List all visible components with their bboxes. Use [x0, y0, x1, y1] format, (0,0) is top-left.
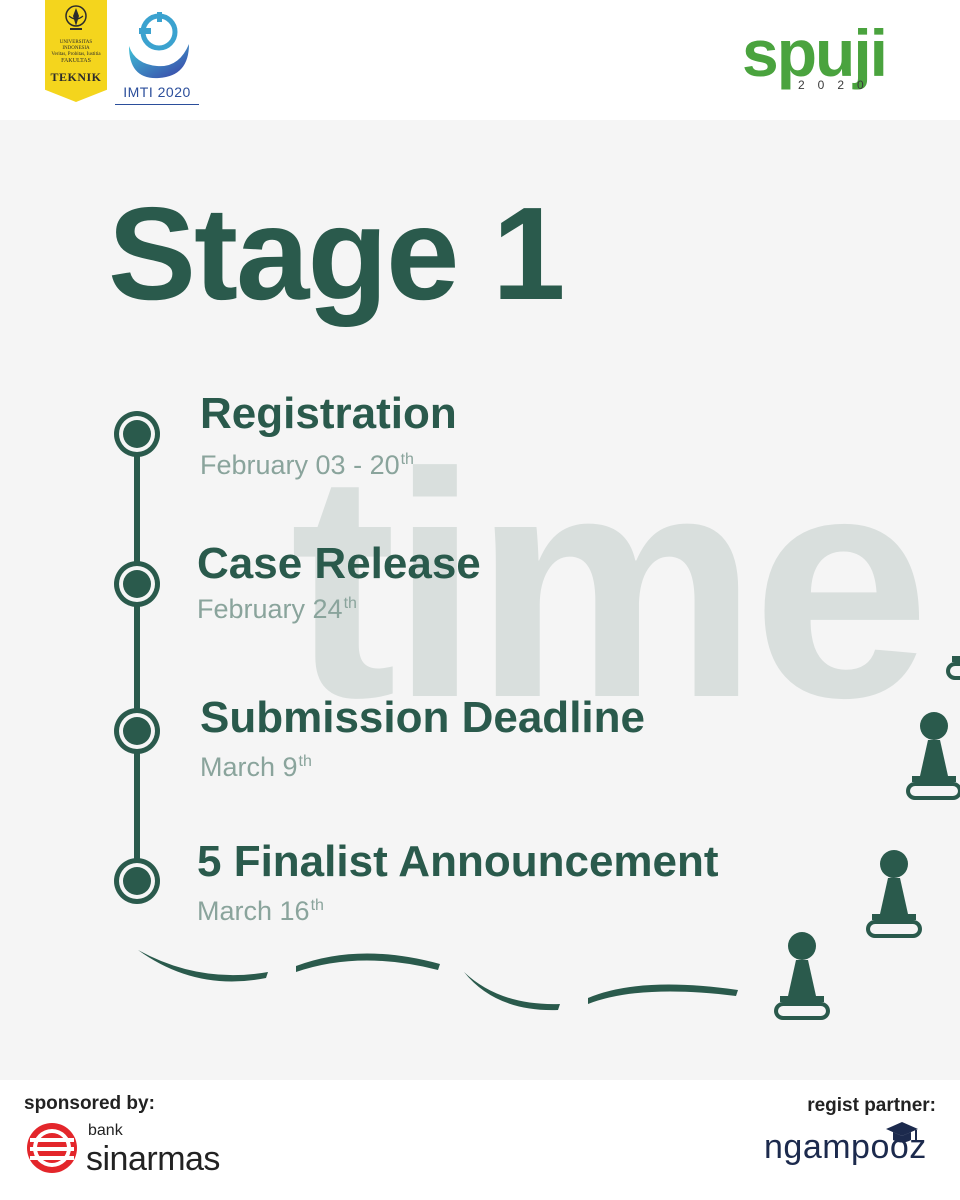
event-title-finalist-announcement: 5 Finalist Announcement: [197, 837, 719, 886]
event-title-registration: Registration: [200, 389, 457, 438]
spuji-2020-logo: spuji 2020: [742, 16, 912, 98]
sponsored-by-label: sponsored by:: [24, 1093, 155, 1114]
event-date-registration: February 03 - 20th: [200, 452, 414, 479]
makara-emblem-icon: [65, 5, 87, 30]
graduation-cap-icon: [886, 1122, 918, 1143]
spuji-wordmark-text: spuji: [742, 16, 888, 90]
event-title-submission-deadline: Submission Deadline: [200, 693, 645, 742]
timeline-node-registration: [114, 411, 160, 457]
imti-label: IMTI 2020: [123, 84, 191, 100]
university-name: UNIVERSITAS INDONESIA Veritas, Probitas,…: [51, 40, 101, 57]
event-date-text: March 16: [197, 896, 310, 926]
faculty-label: FAKULTAS: [61, 58, 91, 64]
timeline-node-case-release: [114, 561, 160, 607]
date-suffix: th: [298, 753, 312, 770]
imti-underline: [115, 104, 199, 105]
sponsor-name: sinarmas: [86, 1140, 220, 1178]
imti-emblem-icon: [129, 12, 189, 79]
event-date-text: March 9: [200, 752, 298, 782]
event-date-finalist-announcement: March 16th: [197, 898, 324, 925]
timeline-line: [134, 432, 140, 872]
chess-pawn-icon: [946, 656, 960, 680]
regist-partner-label: regist partner:: [807, 1095, 936, 1116]
event-date-text: February 03 - 20: [200, 450, 400, 480]
chess-pawn-icon: [906, 712, 960, 800]
event-date-case-release: February 24th: [197, 596, 357, 623]
spuji-year: 2020: [798, 78, 877, 92]
date-suffix: th: [310, 897, 324, 914]
stage-panel: time Stage 1 Registration February 03 - …: [0, 120, 960, 1080]
event-title-case-release: Case Release: [197, 539, 481, 588]
date-suffix: th: [400, 451, 414, 468]
sponsor-bank-label: bank: [88, 1122, 123, 1139]
footer: [0, 1080, 960, 1200]
event-date-text: February 24: [197, 594, 343, 624]
event-date-submission-deadline: March 9th: [200, 754, 312, 781]
sinarmas-logo-icon: [27, 1123, 77, 1173]
spuji-wordmark: spuji: [742, 16, 888, 90]
timeline-node-finalist-announcement: [114, 858, 160, 904]
timeline-node-submission-deadline: [114, 708, 160, 754]
page-title: Stage 1: [108, 180, 566, 327]
universitas-indonesia-teknik-logo: UNIVERSITAS INDONESIA Veritas, Probitas,…: [45, 0, 107, 102]
imti-2020-logo: IMTI 2020: [115, 6, 199, 106]
teknik-label: TEKNIK: [50, 70, 102, 84]
chess-pawn-icon: [866, 850, 922, 938]
time-watermark: time: [290, 406, 930, 764]
header: UNIVERSITAS INDONESIA Veritas, Probitas,…: [0, 0, 960, 120]
chess-pawn-icon: [774, 932, 830, 1020]
wavy-path-decoration: [138, 950, 738, 1011]
date-suffix: th: [343, 595, 357, 612]
